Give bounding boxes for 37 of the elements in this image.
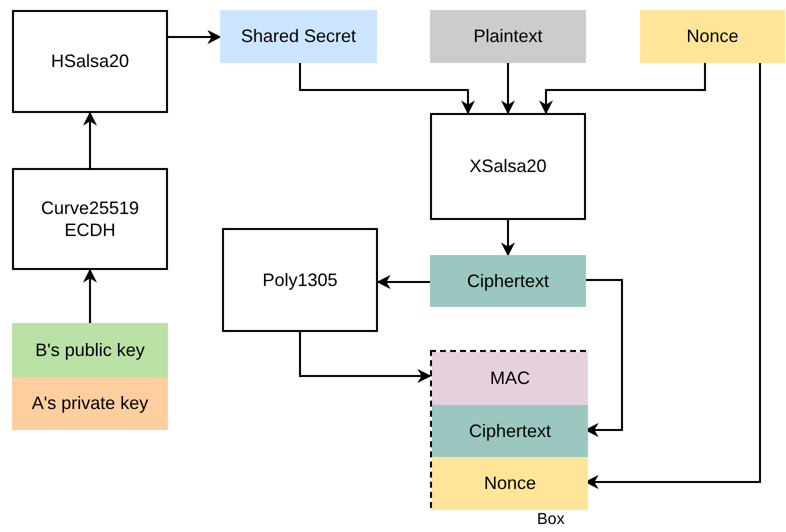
container-label: Box [537,510,565,530]
arrow [299,332,432,383]
input-block [220,10,377,63]
node-label: HSalsa20 [50,50,130,73]
node-label: Ciphertext [468,420,552,442]
data-block [432,352,588,405]
process-box [12,10,168,113]
node-label: B's public key [34,338,146,362]
node-label: MAC [489,367,531,390]
key-block [12,377,168,430]
input-block [430,10,586,63]
arrow [83,268,97,323]
arrow [299,63,475,114]
node-label: Nonce [482,472,538,495]
data-block [430,255,586,307]
arrow [501,220,515,256]
arrow [501,63,515,114]
key-block [12,323,168,377]
arrow [83,112,97,168]
data-block [432,405,588,457]
arrow [584,279,623,437]
node-label: Curve25519 ECDH [40,196,140,242]
process-box [430,113,586,220]
process-box [222,228,378,332]
arrow [376,275,430,289]
node-label: XSalsa20 [468,155,548,178]
process-box [12,168,168,270]
node-label: Plaintext [472,25,544,48]
arrow [168,30,222,44]
data-block [432,457,588,510]
arrow [539,63,706,114]
node-label: A's private key [30,392,150,415]
input-block [640,10,785,63]
node-label: Ciphertext [466,270,550,292]
node-label: Shared Secret [240,25,358,48]
node-label: Poly1305 [261,268,339,292]
node-label: Nonce [685,25,740,48]
